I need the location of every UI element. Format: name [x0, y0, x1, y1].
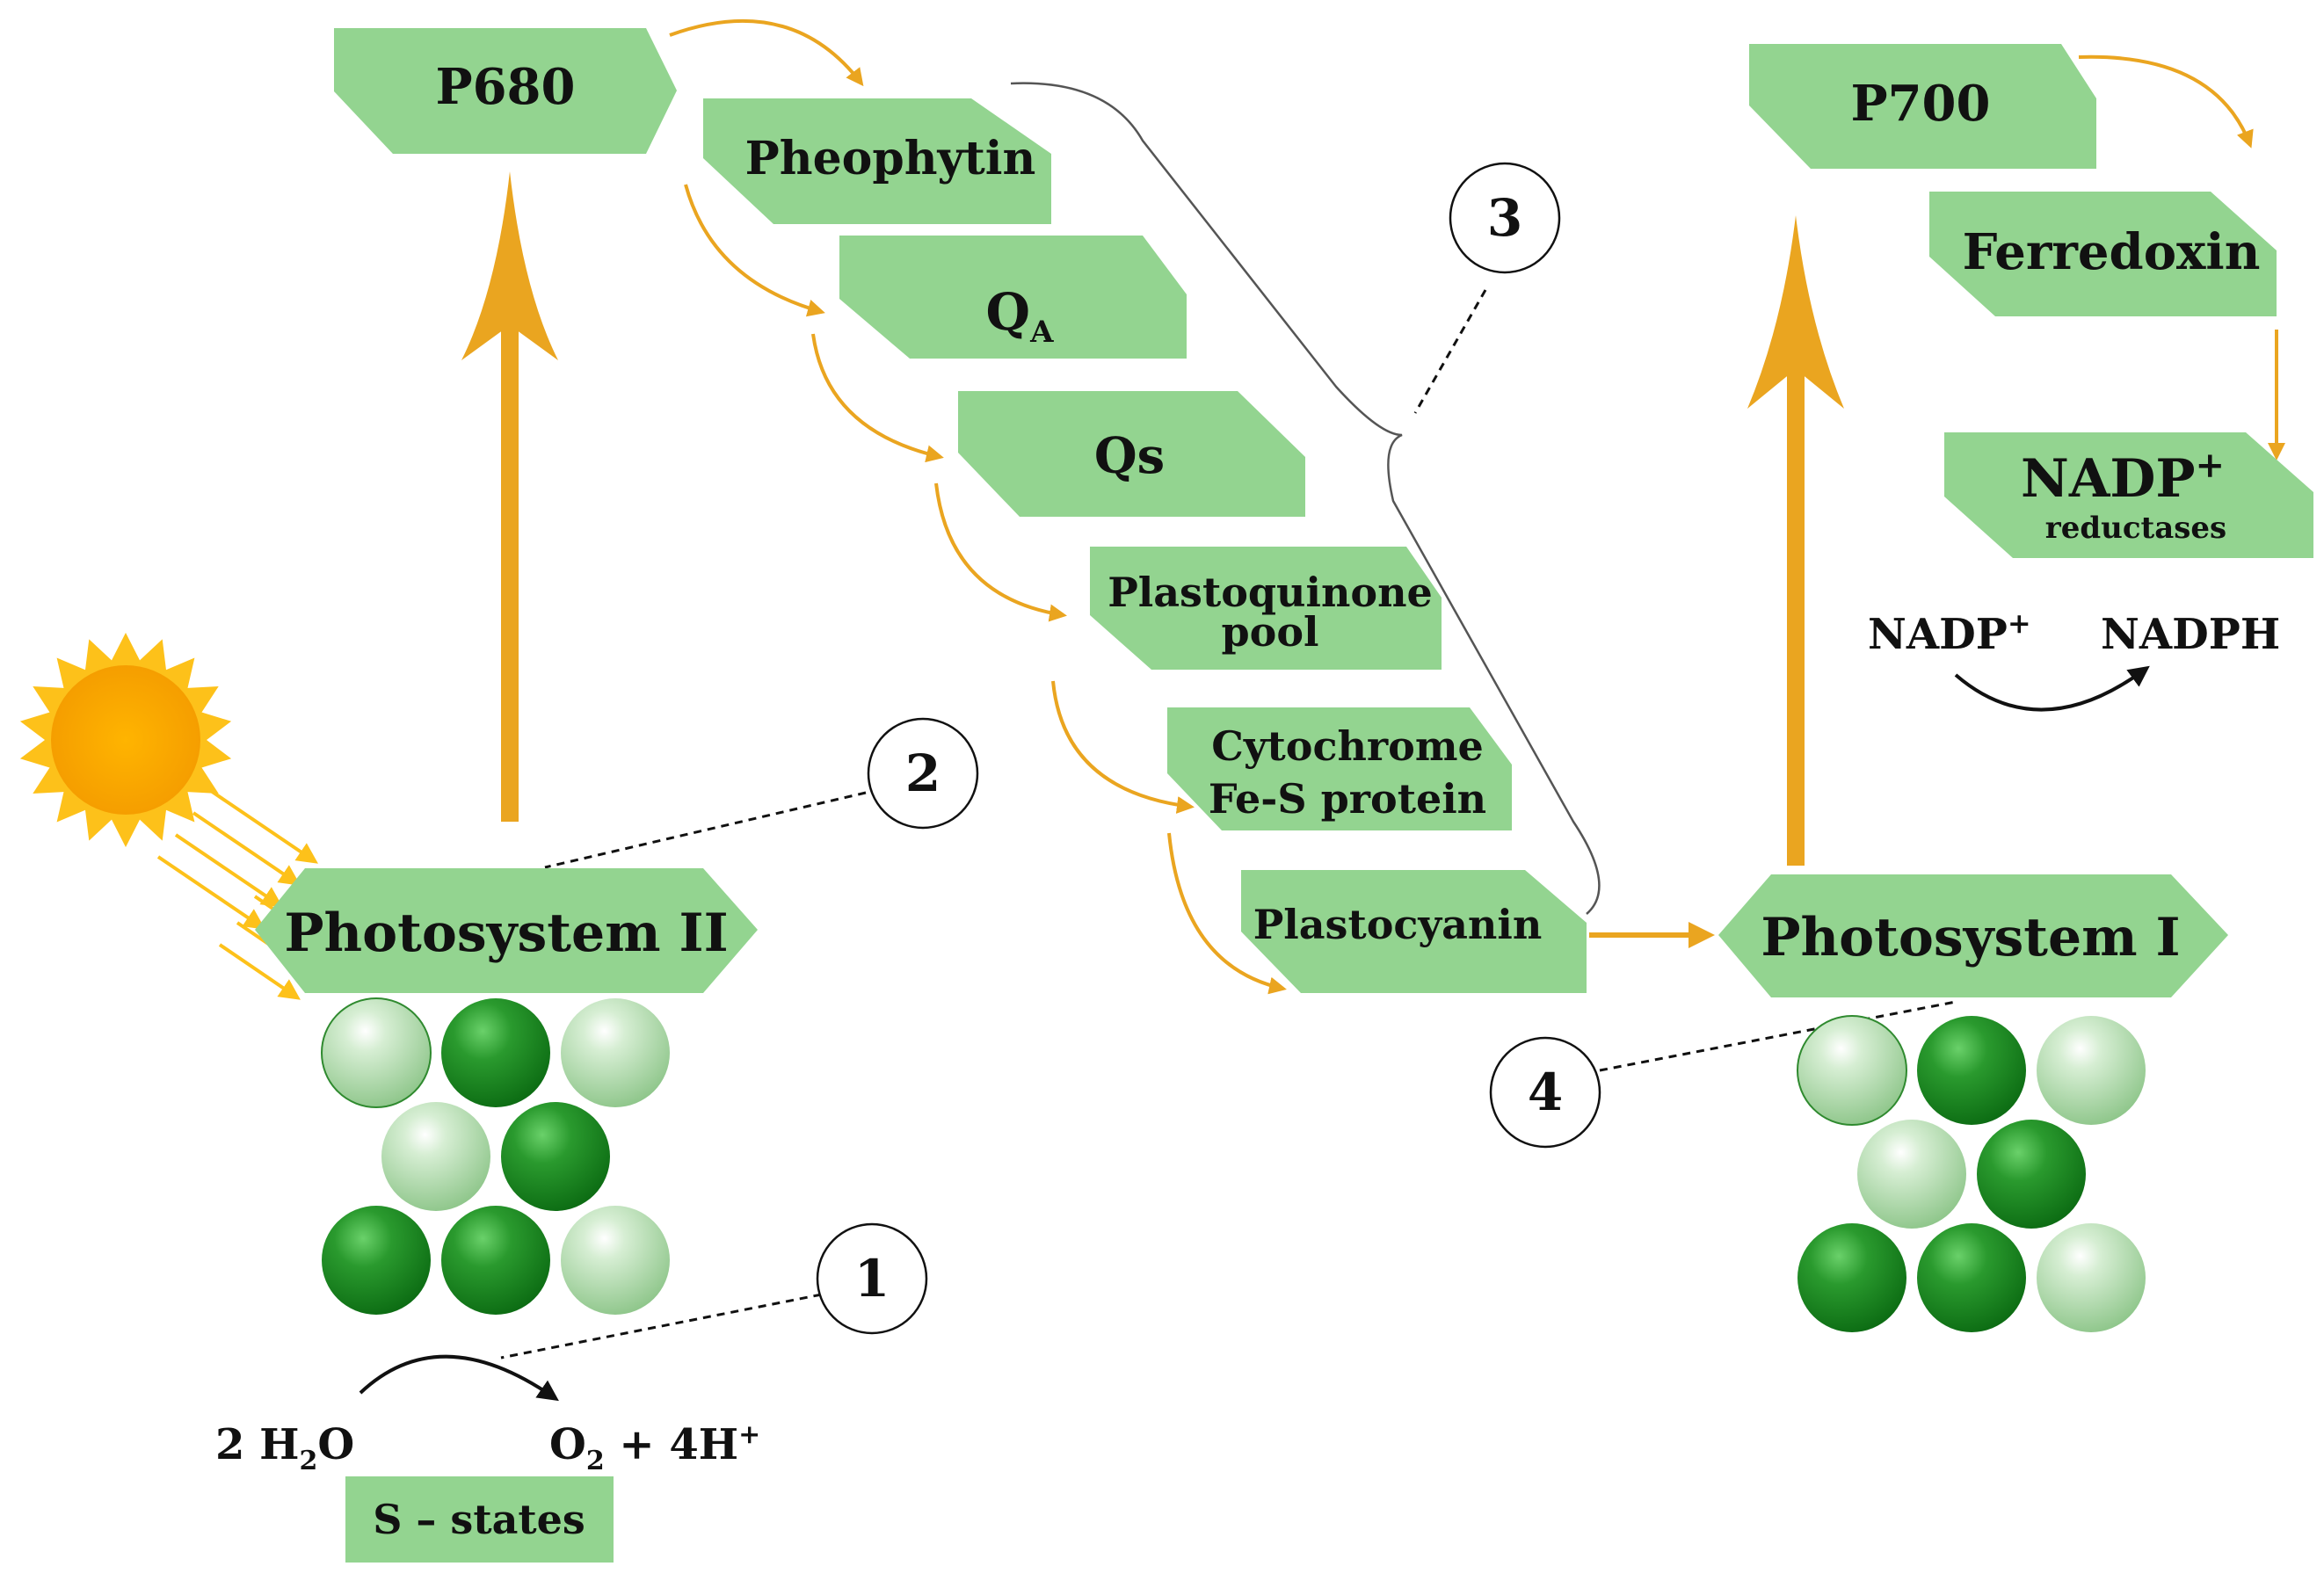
- psi-pigment-cluster: [1797, 1015, 2146, 1332]
- dark-chlorophyll-sphere: [501, 1102, 610, 1211]
- electron-flow-arrows: [669, 18, 2285, 995]
- p680-box: P680: [334, 28, 677, 154]
- dark-chlorophyll-sphere: [441, 998, 550, 1107]
- nadp-reaction: NADP+ NADPH: [1868, 606, 2280, 712]
- light-chlorophyll-sphere: [2037, 1016, 2146, 1125]
- dark-chlorophyll-sphere: [322, 1206, 431, 1315]
- marker-leader-lines: [500, 289, 1957, 1360]
- light-chlorophyll-sphere: [2037, 1223, 2146, 1332]
- water-split-arrow: [359, 1354, 559, 1402]
- photosystem-i-label: Photosystem I: [1761, 907, 2180, 968]
- water-products: O2 + 4H+: [549, 1419, 760, 1476]
- plastocyanin-label: Plastocyanin: [1253, 901, 1543, 948]
- photosystem-ii-label: Photosystem II: [284, 903, 728, 964]
- nadp-reaction-arrow: [1954, 665, 2150, 712]
- cytochrome-label-line1: Cytochrome: [1211, 722, 1484, 770]
- marker-2: 2: [867, 717, 979, 830]
- p680-label: P680: [435, 58, 575, 116]
- pheophytin-label: Pheophytin: [745, 132, 1036, 185]
- marker-3-label: 3: [1487, 188, 1522, 248]
- psii-excitation-arrow: [461, 171, 558, 822]
- qa-box: QA: [839, 236, 1187, 359]
- dark-chlorophyll-sphere: [1917, 1223, 2026, 1332]
- light-chlorophyll-sphere: [561, 998, 670, 1107]
- plastocyanin-box: Plastocyanin: [1241, 870, 1587, 993]
- light-chlorophyll-sphere: [1797, 1015, 1907, 1126]
- nadph-product: NADPH: [2101, 610, 2280, 659]
- ferredoxin-box: Ferredoxin: [1929, 192, 2277, 316]
- qs-box: Qs: [958, 391, 1305, 517]
- light-chlorophyll-sphere: [321, 997, 432, 1108]
- sun-icon: [19, 633, 232, 847]
- dark-chlorophyll-sphere: [1977, 1120, 2086, 1229]
- nadp-reductase-label: NADP+: [2021, 445, 2225, 510]
- marker-4-label: 4: [1528, 1062, 1563, 1122]
- etc-bracket: [1010, 82, 1601, 915]
- qa-label: QA: [986, 282, 1055, 350]
- light-chlorophyll-sphere: [1857, 1120, 1966, 1229]
- plastoquinone-box: Plastoquinone pool: [1090, 547, 1442, 670]
- dark-chlorophyll-sphere: [1917, 1016, 2026, 1125]
- light-chlorophyll-sphere: [561, 1206, 670, 1315]
- plastoquinone-label-line2: pool: [1221, 608, 1318, 656]
- plastoquinone-label-line1: Plastoquinone: [1108, 569, 1433, 616]
- marker-1-label: 1: [854, 1249, 890, 1309]
- psi-excitation-arrow: [1747, 215, 1844, 866]
- qs-label: Qs: [1094, 427, 1165, 485]
- s-states-label: S – states: [373, 1496, 585, 1543]
- p700-box: P700: [1749, 44, 2096, 169]
- photosystem-ii-box: Photosystem II: [255, 868, 758, 993]
- photosystem-i-box: Photosystem I: [1718, 874, 2228, 997]
- psii-pigment-cluster: [321, 997, 670, 1315]
- ferredoxin-label: Ferredoxin: [1963, 223, 2261, 281]
- marker-2-label: 2: [905, 743, 940, 803]
- p700-label: P700: [1850, 75, 1990, 133]
- water-reactant: 2 H2O: [215, 1420, 354, 1476]
- dark-chlorophyll-sphere: [1797, 1223, 1906, 1332]
- cytochrome-box: Cytochrome Fe-S protein: [1167, 707, 1512, 830]
- s-states-box: S – states: [345, 1476, 614, 1563]
- light-chlorophyll-sphere: [381, 1102, 490, 1211]
- pheophytin-box: Pheophytin: [703, 98, 1051, 224]
- marker-4: 4: [1489, 1036, 1601, 1149]
- marker-3: 3: [1449, 162, 1561, 274]
- nadp-reactant: NADP+: [1868, 606, 2031, 659]
- marker-1: 1: [816, 1222, 928, 1335]
- cytochrome-label-line2: Fe-S protein: [1209, 775, 1486, 823]
- nadp-reductase-box: NADP+ reductases: [1944, 432, 2313, 558]
- dark-chlorophyll-sphere: [441, 1206, 550, 1315]
- water-splitting-reaction: 2 H2O O2 + 4H+ S – states: [215, 1354, 760, 1563]
- nadp-reductase-sublabel: reductases: [2045, 511, 2226, 546]
